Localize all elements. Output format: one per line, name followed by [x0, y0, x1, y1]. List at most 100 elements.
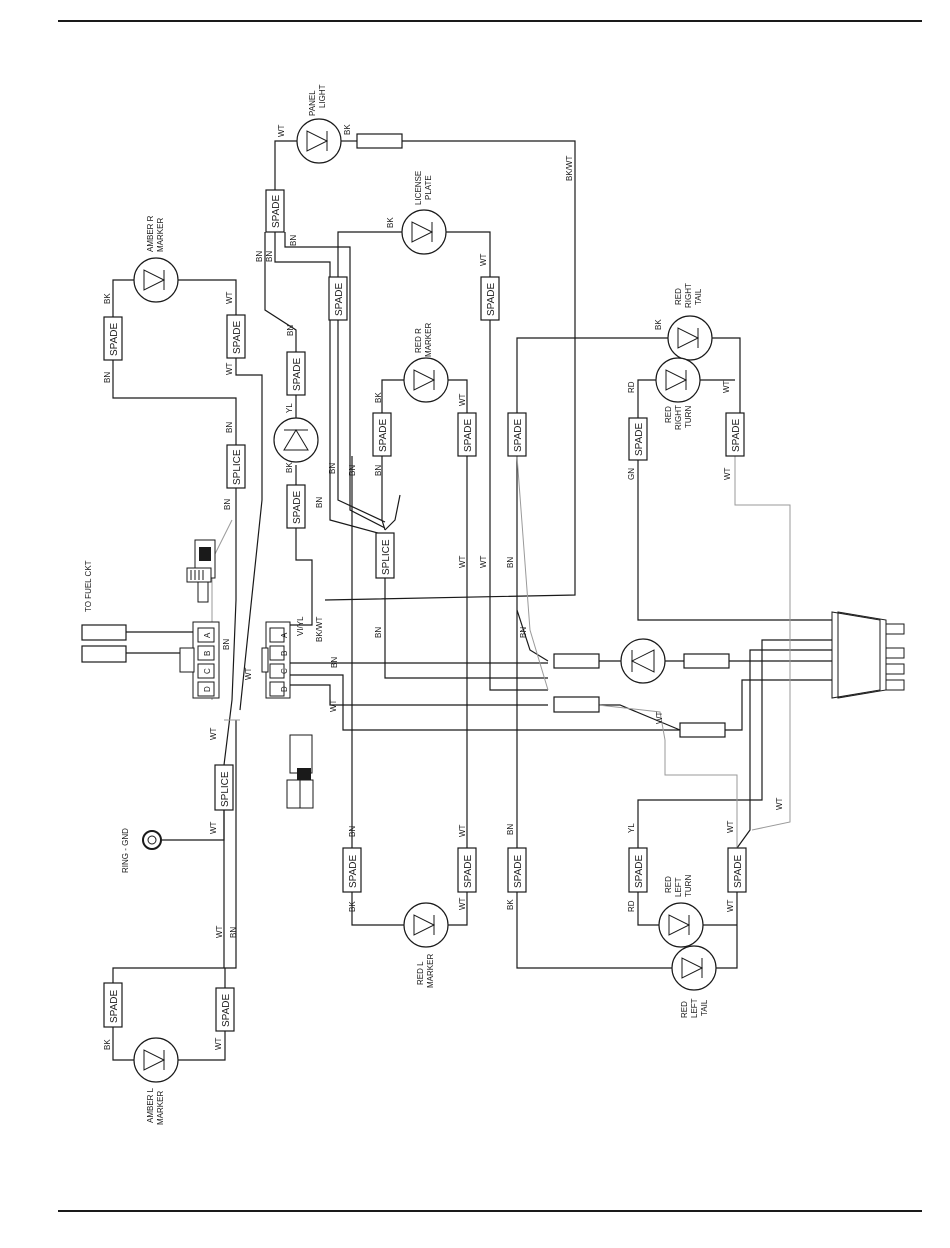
wire-code: BK	[374, 392, 383, 403]
wire-code: GN	[627, 468, 636, 480]
wire-code: BN	[265, 251, 274, 262]
lamp-title: AMBER L	[146, 1087, 155, 1123]
spade-label: SPADE	[733, 855, 744, 888]
lamp-title: RED	[680, 1001, 689, 1018]
wire-code: WT	[458, 393, 467, 406]
to-fuel-ckt-label: TO FUEL CKT	[84, 560, 93, 612]
lamp-yl-diode	[273, 417, 319, 463]
wire-code: BK	[654, 319, 663, 330]
wire-code: WT	[458, 824, 467, 837]
wire-code: BN	[255, 251, 264, 262]
harness-connector-left	[179, 621, 220, 699]
wire-code: BN	[315, 497, 324, 508]
lamp-title: LEFT	[674, 877, 683, 897]
wires	[112, 140, 832, 1061]
trailer-plug	[831, 611, 905, 699]
spade-left-turn: SPADE	[628, 847, 648, 893]
module-box-4	[679, 722, 726, 738]
wire-code: BK	[506, 899, 515, 910]
wire-code: WT	[209, 727, 218, 740]
wire-code: WT	[215, 925, 224, 938]
wire-code: WT	[329, 699, 338, 712]
lamp-title: MARKER	[424, 323, 433, 357]
splice-label: SPLICE	[381, 539, 392, 575]
spade-yl-upper: SPADE	[286, 351, 306, 396]
spade-label: SPADE	[109, 323, 120, 356]
spade-label: SPADE	[221, 994, 232, 1027]
spade-label: SPADE	[378, 419, 389, 452]
spade-label: SPADE	[109, 990, 120, 1023]
spade-red-l-left: SPADE	[342, 847, 362, 893]
wire-code: YL	[627, 823, 636, 833]
wire-code: BK	[386, 217, 395, 228]
spade-label: SPADE	[334, 283, 345, 316]
wire-code: WT	[458, 897, 467, 910]
pin-label: C	[203, 668, 212, 674]
wire-code: BK	[348, 901, 357, 912]
wire-code: BK	[343, 124, 352, 135]
module-box-1	[553, 653, 600, 669]
resistor-panel	[356, 133, 403, 149]
wire-code: WT	[655, 711, 664, 724]
spade-red-r-left: SPADE	[372, 412, 392, 457]
wire-code: BK	[103, 1039, 112, 1050]
wire-code: WT	[479, 555, 488, 568]
lamp-title: RED	[664, 876, 673, 893]
spade-label: SPADE	[463, 855, 474, 888]
wire-code: RD	[627, 900, 636, 912]
wire-code: VI/YL	[296, 616, 305, 636]
spade-label: SPADE	[232, 321, 243, 354]
wire-code: BN	[374, 465, 383, 476]
lamp-title: RED L	[416, 961, 425, 985]
pin-label: D	[280, 686, 289, 692]
wire-code: WT	[458, 555, 467, 568]
spade-left-wt: SPADE	[727, 847, 747, 893]
lamp-amber-r-marker	[133, 257, 179, 303]
spade-label: SPADE	[486, 283, 497, 316]
wire-code: WT	[209, 821, 218, 834]
lamp-title: TURN	[684, 875, 693, 897]
ring-ground	[142, 830, 162, 850]
connectors: SPADE SPADE SPADE SPADE SPADE SPADE SPAD…	[81, 133, 747, 1032]
wire-code: BK	[285, 462, 294, 473]
wire-code: BN	[103, 372, 112, 383]
pin-label: B	[280, 651, 289, 656]
wire-code: WT	[722, 380, 731, 393]
spade-label: SPADE	[348, 855, 359, 888]
wire-code: BN	[289, 235, 298, 246]
lamp-title: AMBER R	[146, 215, 155, 252]
pin-label: B	[203, 651, 212, 656]
module-box-2	[683, 653, 730, 669]
module-box-3	[553, 696, 600, 713]
spade-label: SPADE	[513, 419, 524, 452]
spade-label: SPADE	[292, 491, 303, 524]
pin-label: C	[280, 668, 289, 674]
spade-amber-l-right: SPADE	[215, 987, 235, 1032]
fuel-terminal-1	[81, 624, 127, 641]
lamp-title: TURN	[684, 406, 693, 428]
wire-code: BN	[222, 639, 231, 650]
lamp-title: TAIL	[694, 288, 703, 305]
spade-label: SPADE	[292, 358, 303, 391]
lamp-title: PLATE	[424, 175, 433, 200]
wire-code: BN	[229, 927, 238, 938]
wire-code: WT	[726, 899, 735, 912]
wire-code: BK/WT	[565, 156, 574, 181]
lamp-title: RIGHT	[674, 405, 683, 430]
pin-label: A	[203, 632, 212, 638]
wire-code: WT	[479, 253, 488, 266]
wire-code: BN	[506, 557, 515, 568]
wire-code: WT	[225, 291, 234, 304]
lamp-red-left-turn	[658, 902, 704, 948]
gray-wires	[211, 455, 791, 848]
lamp-red-right-tail	[667, 315, 713, 361]
lamp-amber-l-marker	[133, 1037, 179, 1083]
splice-center: SPLICE	[375, 532, 395, 579]
lamp-title: TAIL	[700, 999, 709, 1016]
wire-code: WT	[244, 667, 253, 680]
spade-label: SPADE	[634, 423, 645, 456]
wire-code: YL	[285, 403, 294, 413]
lamp-title: PANEL	[308, 90, 317, 116]
